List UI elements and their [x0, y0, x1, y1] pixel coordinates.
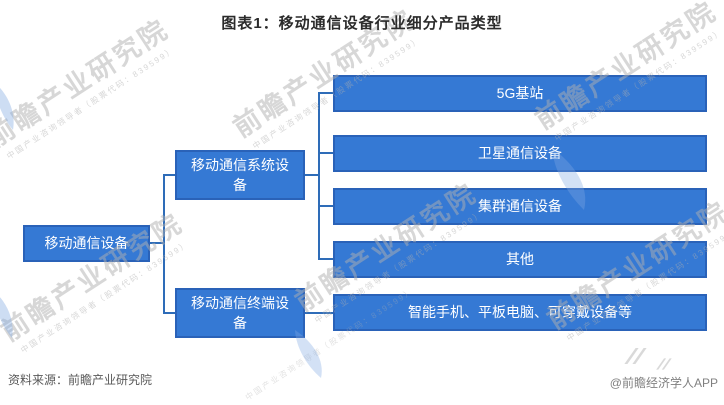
connector-branch1-stub: [163, 174, 175, 176]
logo-swoosh-icon: [0, 297, 13, 338]
connector-leaf1-stub: [318, 92, 333, 94]
leaf-node-other: 其他: [333, 241, 707, 278]
node-label: 集群通信设备: [478, 198, 562, 215]
node-label: 移动通信设备: [44, 235, 129, 252]
leaf-node-trunking-comm: 集群通信设备: [333, 188, 707, 225]
connector-branch-vertical: [163, 174, 165, 314]
leaf-node-terminal-devices: 智能手机、平板电脑、可穿戴设备等: [333, 294, 707, 331]
root-node-mobile-comm-equipment: 移动通信设备: [23, 225, 150, 262]
connector-branch1-horizontal: [305, 174, 318, 176]
branch-node-system-equipment: 移动通信系统设备: [175, 150, 305, 200]
hatch-mark-icon: [656, 358, 674, 370]
node-label: 卫星通信设备: [478, 145, 562, 162]
watermark-subtext: 中国产业咨询领导者（股票代码：839599）: [5, 45, 177, 161]
hatch-mark-icon: [624, 348, 650, 364]
node-label: 移动通信系统设备: [191, 156, 289, 193]
node-label: 其他: [506, 251, 534, 268]
branch-node-terminal-equipment: 移动通信终端设备: [175, 288, 305, 338]
logo-swoosh-icon: [0, 88, 14, 130]
connector-branch2-stub: [163, 312, 175, 314]
connector-root-horizontal: [150, 242, 163, 244]
node-label: 移动通信终端设备: [191, 294, 289, 331]
source-text: 资料来源：前瞻产业研究院: [8, 373, 153, 387]
leaf-node-satellite-comm: 卫星通信设备: [333, 135, 707, 172]
connector-leaf4-stub: [318, 258, 333, 260]
credit-text: @前瞻经济学人APP: [609, 376, 718, 390]
node-label: 5G基站: [496, 85, 544, 102]
connector-leaf3-stub: [318, 205, 333, 207]
leaf-node-5g-base-station: 5G基站: [333, 75, 707, 112]
node-label: 智能手机、平板电脑、可穿戴设备等: [408, 304, 632, 321]
connector-branch2-horizontal: [305, 312, 333, 314]
connector-leaf-vertical: [318, 92, 320, 260]
chart-title: 图表1：移动通信设备行业细分产品类型: [221, 15, 503, 32]
watermark-text: 前瞻产业研究院: [0, 207, 189, 348]
connector-leaf2-stub: [318, 152, 333, 154]
